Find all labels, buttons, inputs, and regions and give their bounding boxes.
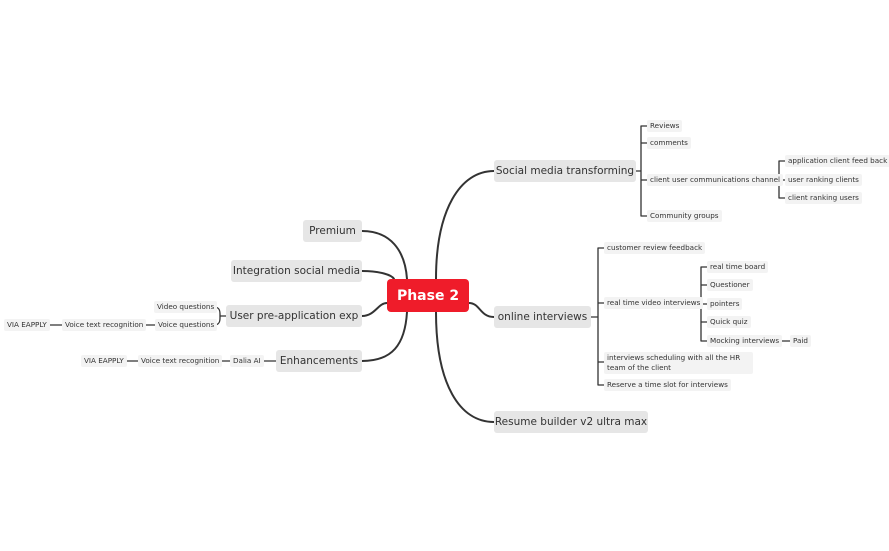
topic-premium[interactable]: Premium	[303, 220, 362, 242]
subtopic-customer-review-feedback[interactable]: customer review feedback	[604, 242, 706, 254]
topic-resume-builder[interactable]: Resume builder v2 ultra max	[494, 411, 648, 433]
topic-social-media-transforming[interactable]: Social media transforming	[494, 160, 636, 182]
subtopic-pointers[interactable]: pointers	[707, 298, 743, 310]
topic-integration-social-media[interactable]: Integration social media	[231, 260, 362, 282]
subtopic-voice-text-recognition-2[interactable]: Voice text recognition	[138, 355, 223, 367]
topic-online-interviews[interactable]: online interviews	[494, 306, 591, 328]
subtopic-via-eapply-2[interactable]: VIA EAPPLY	[81, 355, 127, 367]
subtopic-voice-questions[interactable]: Voice questions	[155, 319, 218, 331]
subtopic-real-time-board[interactable]: real time board	[707, 261, 769, 273]
subtopic-paid[interactable]: Paid	[790, 335, 811, 347]
subtopic-client-ranking-users[interactable]: client ranking users	[785, 192, 862, 204]
topic-enhancements[interactable]: Enhancements	[276, 350, 362, 372]
subtopic-quick-quiz[interactable]: Quick quiz	[707, 316, 751, 328]
subtopic-comments[interactable]: comments	[647, 137, 691, 149]
subtopic-via-eapply[interactable]: VIA EAPPLY	[4, 319, 50, 331]
subtopic-client-user-channel[interactable]: client user communications channel	[647, 174, 784, 186]
subtopic-reviews[interactable]: Reviews	[647, 120, 683, 132]
subtopic-interviews-scheduling[interactable]: interviews scheduling with all the HR te…	[604, 352, 753, 374]
subtopic-application-client-feedback[interactable]: application client feed back	[785, 155, 889, 167]
subtopic-voice-text-recognition[interactable]: Voice text recognition	[62, 319, 147, 331]
subtopic-questioner[interactable]: Questioner	[707, 279, 753, 291]
subtopic-reserve-time-slot[interactable]: Reserve a time slot for interviews	[604, 379, 731, 391]
topic-user-pre-application-exp[interactable]: User pre-application exp	[226, 305, 362, 327]
root-node[interactable]: Phase 2	[387, 279, 469, 312]
subtopic-dalia-ai[interactable]: Dalia AI	[230, 355, 264, 367]
subtopic-user-ranking-clients[interactable]: user ranking clients	[785, 174, 862, 186]
subtopic-video-questions[interactable]: Video questions	[154, 301, 218, 313]
subtopic-real-time-video-interviews[interactable]: real time video interviews	[604, 297, 704, 309]
subtopic-community-groups[interactable]: Community groups	[647, 210, 722, 222]
subtopic-mocking-interviews[interactable]: Mocking interviews	[707, 335, 783, 347]
